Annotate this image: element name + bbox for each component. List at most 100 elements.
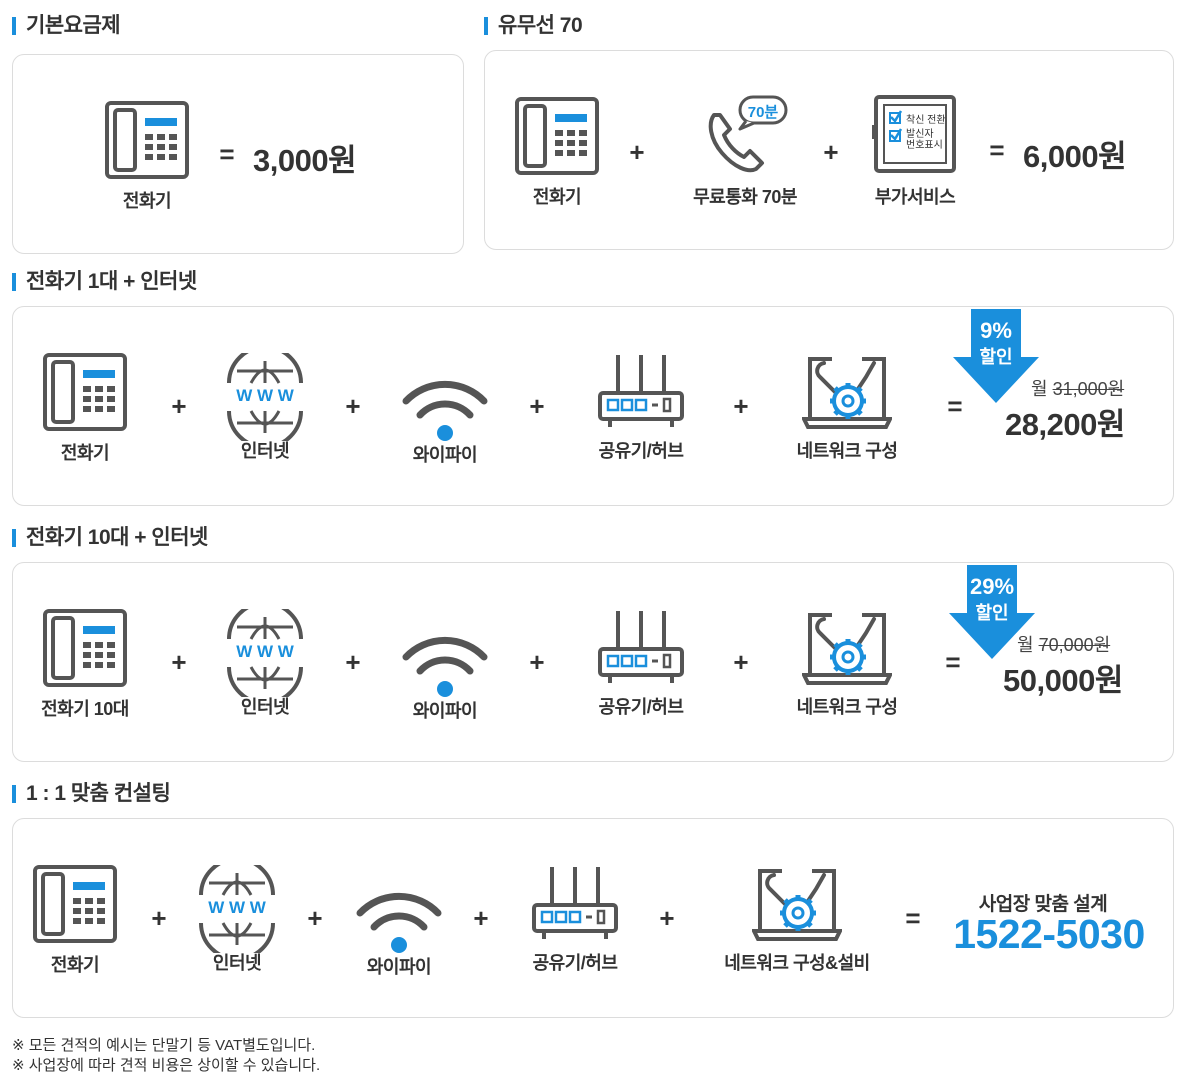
wifi-label: 와이파이 bbox=[412, 445, 478, 465]
discount-arrow: 29% 할인 bbox=[947, 565, 1037, 665]
consult-phone-number[interactable]: 1522-5030 bbox=[953, 911, 1145, 957]
plus-sign: + bbox=[529, 647, 545, 677]
discount-percent: 29% bbox=[969, 574, 1015, 599]
plan1-router-item: 공유기/허브 bbox=[571, 353, 711, 463]
consult-network-item: 네트워크 구성&설비 bbox=[707, 865, 887, 975]
plus-sign: + bbox=[151, 903, 167, 933]
router-icon bbox=[598, 353, 684, 429]
section-title-wired: 유무선 70 bbox=[484, 14, 583, 38]
addon-line-2: 발신자 bbox=[906, 129, 934, 140]
equals-sign: = bbox=[945, 647, 961, 677]
down-arrow-icon bbox=[949, 565, 1035, 659]
network-label: 네트워크 구성 bbox=[796, 441, 898, 461]
plan1-phone-item: 전화기 bbox=[15, 353, 155, 465]
phone-label: 전화기 bbox=[532, 187, 582, 207]
old-price-prefix: 월 bbox=[1017, 635, 1039, 655]
wifi-icon bbox=[354, 877, 444, 955]
equals-sign: = bbox=[989, 135, 1005, 165]
footnote-cost: ※ 사업장에 따라 견적 비용은 상이할 수 있습니다. bbox=[12, 1057, 321, 1074]
desk-phone-icon bbox=[105, 101, 189, 179]
phone-label: 전화기 10대 bbox=[41, 699, 129, 719]
addon-service-item: 착신 전환 발신자 번호표시 부가서비스 bbox=[845, 95, 985, 209]
consult-wifi-item: 와이파이 bbox=[329, 877, 469, 979]
plus-sign: + bbox=[473, 903, 489, 933]
addon-icon-wrap: 착신 전환 발신자 번호표시 bbox=[870, 95, 960, 175]
plan10-phone-item: 전화기 10대 bbox=[15, 609, 155, 721]
phone-label: 전화기 bbox=[122, 191, 172, 211]
checklist-icon bbox=[872, 95, 956, 173]
addon-line-1: 착신 전환 bbox=[906, 115, 946, 126]
wired-plan-card: 전화기 + 70분 무료통화 70분 + 착신 전환 발신 bbox=[484, 50, 1174, 250]
old-price-value: 31,000원 bbox=[1052, 379, 1125, 399]
basic-phone-item: 전화기 bbox=[77, 101, 217, 213]
old-price: 월 70,000원 bbox=[1017, 631, 1110, 657]
plus-sign: + bbox=[171, 647, 187, 677]
router-label: 공유기/허브 bbox=[532, 953, 618, 973]
plus-sign: + bbox=[823, 137, 839, 167]
plus-sign: + bbox=[659, 903, 675, 933]
discount-text: 할인 bbox=[979, 347, 1013, 367]
router-label: 공유기/허브 bbox=[598, 441, 684, 461]
internet-label: 인터넷 bbox=[240, 697, 290, 717]
network-laptop-icon bbox=[752, 865, 842, 941]
equals-sign: = bbox=[905, 903, 921, 933]
phone-label: 전화기 bbox=[60, 443, 110, 463]
plan10-card: 전화기 10대 + W W W 인터넷 + 와이파이 + 공유기/허브 + 네트… bbox=[12, 562, 1174, 762]
plan10-price: 50,000원 bbox=[1003, 663, 1123, 698]
old-price: 월 31,000원 bbox=[1031, 375, 1124, 401]
plan1-price: 28,200원 bbox=[1005, 407, 1125, 442]
wifi-icon bbox=[400, 621, 490, 699]
call-label: 무료통화 70분 bbox=[693, 187, 797, 207]
internet-label: 인터넷 bbox=[212, 953, 262, 973]
equals-sign: = bbox=[219, 139, 235, 169]
section-title-plan10: 전화기 10대 + 인터넷 bbox=[12, 526, 208, 550]
plan1-network-item: 네트워크 구성 bbox=[777, 353, 917, 463]
footnote-vat: ※ 모든 견적의 예시는 단말기 등 VAT별도입니다. bbox=[12, 1037, 316, 1054]
plus-sign: + bbox=[529, 391, 545, 421]
equals-sign: = bbox=[947, 391, 963, 421]
plan1-card: 전화기 + W W W 인터넷 + 와이파이 + 공유기/허브 + 네트워크 구… bbox=[12, 306, 1174, 506]
plan10-network-item: 네트워크 구성 bbox=[777, 609, 917, 719]
network-label: 네트워크 구성 bbox=[796, 697, 898, 717]
consult-phone-item: 전화기 bbox=[5, 865, 145, 977]
plan10-wifi-item: 와이파이 bbox=[375, 621, 515, 723]
addon-label: 부가서비스 bbox=[874, 187, 956, 207]
plus-sign: + bbox=[345, 391, 361, 421]
www-text: W W W bbox=[236, 642, 294, 661]
desk-phone-icon bbox=[515, 97, 599, 175]
basic-price: 3,000원 bbox=[253, 143, 357, 178]
wifi-icon bbox=[400, 365, 490, 443]
plus-sign: + bbox=[345, 647, 361, 677]
plus-sign: + bbox=[307, 903, 323, 933]
discount-percent: 9% bbox=[980, 318, 1012, 343]
desk-phone-icon bbox=[43, 609, 127, 687]
desk-phone-icon bbox=[43, 353, 127, 431]
router-icon bbox=[598, 609, 684, 685]
design-label: 사업장 맞춤 설계 bbox=[978, 894, 1108, 915]
plus-sign: + bbox=[629, 137, 645, 167]
consult-internet-item: W W W 인터넷 bbox=[167, 865, 307, 975]
old-price-prefix: 월 bbox=[1031, 379, 1053, 399]
wired-price: 6,000원 bbox=[1023, 139, 1127, 174]
phone-label: 전화기 bbox=[50, 955, 100, 975]
consult-router-item: 공유기/허브 bbox=[505, 865, 645, 975]
plan1-internet-item: W W W 인터넷 bbox=[195, 353, 335, 463]
plan10-router-item: 공유기/허브 bbox=[571, 609, 711, 719]
plus-sign: + bbox=[733, 391, 749, 421]
www-text: W W W bbox=[236, 386, 294, 405]
section-title-consult: 1 : 1 맞춤 컨설팅 bbox=[12, 782, 171, 806]
globe-wrap: W W W bbox=[221, 609, 309, 697]
discount-arrow: 9% 할인 bbox=[951, 309, 1041, 409]
internet-label: 인터넷 bbox=[240, 441, 290, 461]
discount-text: 할인 bbox=[975, 603, 1009, 623]
plus-sign: + bbox=[171, 391, 187, 421]
old-price-value: 70,000원 bbox=[1038, 635, 1111, 655]
down-arrow-icon bbox=[953, 309, 1039, 403]
plan1-wifi-item: 와이파이 bbox=[375, 365, 515, 467]
router-label: 공유기/허브 bbox=[598, 697, 684, 717]
free-call-item: 70분 무료통화 70분 bbox=[665, 95, 825, 209]
addon-line-3: 번호표시 bbox=[906, 140, 943, 151]
handset-call-icon bbox=[708, 95, 788, 173]
network-laptop-icon bbox=[802, 609, 892, 685]
www-text: W W W bbox=[208, 898, 266, 917]
